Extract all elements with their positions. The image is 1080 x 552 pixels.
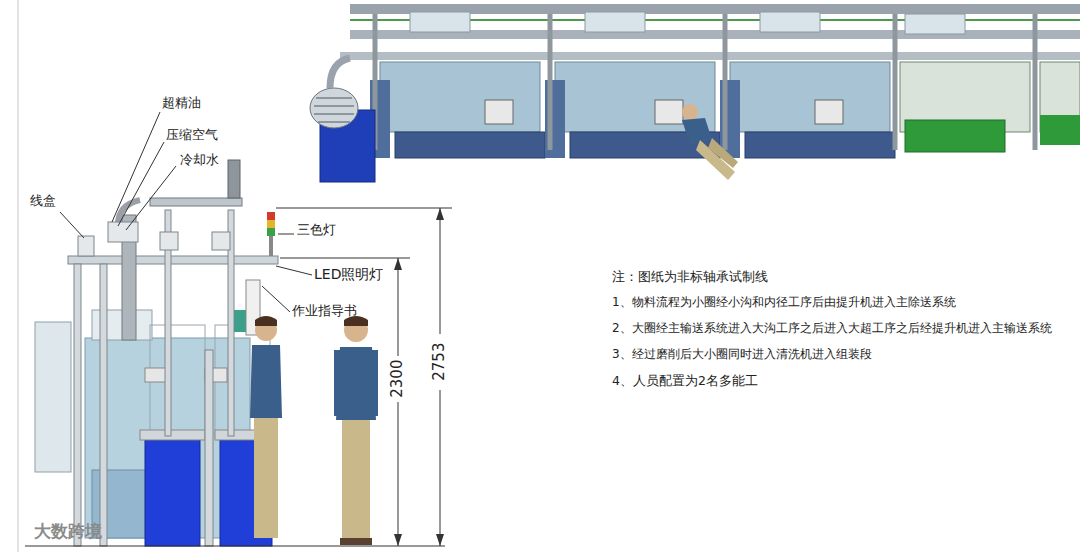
watermark: 大数跨境 — [34, 522, 102, 542]
note-text: 3、经过磨削后大小圈同时进入清洗机进入组装段 — [612, 348, 872, 362]
operator-figure — [250, 316, 378, 545]
part-label: 线盒 — [30, 194, 56, 209]
dimension-value: 2300 — [389, 358, 406, 400]
part-label: 冷却水 — [180, 153, 219, 168]
part-label: LED照明灯 — [314, 266, 383, 282]
part-label: 作业指导书 — [292, 304, 357, 319]
machine-elevation — [35, 160, 278, 546]
dimension-lines — [276, 208, 452, 546]
leader-lines — [60, 112, 312, 312]
production-line — [310, 4, 1080, 182]
part-label: 压缩空气 — [166, 128, 218, 143]
dimension-value: 2753 — [431, 341, 448, 383]
note-text: 注：图纸为非标轴承试制线 — [612, 270, 768, 284]
note-text: 1、物料流程为小圈经小沟和内径工序后由提升机进入主除送系统 — [612, 296, 956, 310]
part-label: 超精油 — [162, 96, 201, 111]
part-label: 三色灯 — [297, 223, 336, 238]
note-text: 2、大圈经主输送系统进入大沟工序之后进入大超工序之后经提升机进入主输送系统 — [612, 322, 1052, 336]
note-text: 4、人员配置为2名多能工 — [612, 374, 758, 388]
